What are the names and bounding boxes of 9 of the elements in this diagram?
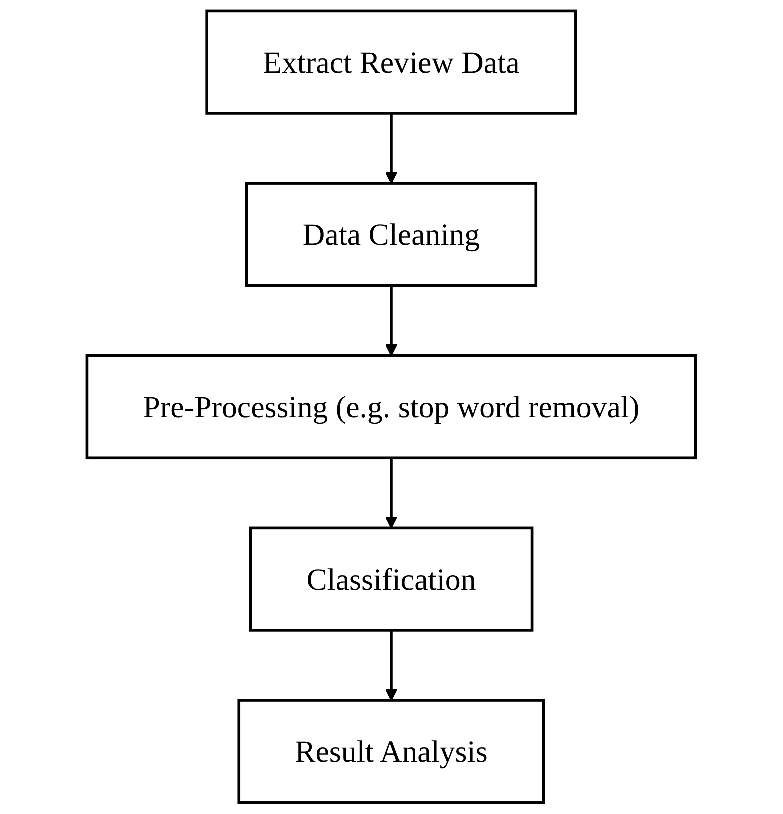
node-box [238,699,546,804]
arrow [385,630,398,702]
node-box [245,182,538,288]
arrow [385,286,398,356]
node-box [206,10,578,115]
arrow [385,113,398,184]
node-box [249,526,534,632]
node-box [86,354,698,460]
arrow [385,458,398,529]
